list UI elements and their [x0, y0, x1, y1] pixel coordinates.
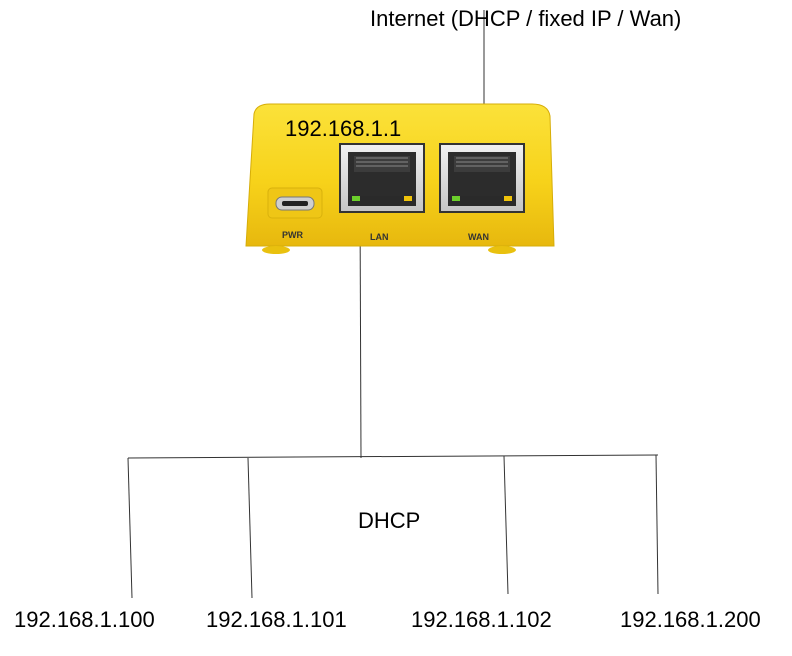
- wan-port: [439, 143, 525, 213]
- distribution-bus-line: [127, 454, 659, 459]
- router-image: PWR LAN WAN: [245, 103, 555, 254]
- pwr-label: PWR: [282, 230, 303, 240]
- lan-port: [339, 143, 425, 213]
- power-port: [267, 187, 323, 219]
- client-drop-line-1: [127, 457, 133, 599]
- gateway-ip-label: 192.168.1.1: [285, 116, 402, 141]
- client-ip-label: 192.168.1.102: [411, 607, 552, 632]
- client-ip-label: 192.168.1.101: [206, 607, 347, 632]
- client-drop-line-3: [503, 455, 509, 595]
- wan-label: WAN: [468, 232, 489, 242]
- client-drop-line-4: [655, 454, 659, 595]
- internet-label: Internet (DHCP / fixed IP / Wan): [370, 6, 682, 31]
- dhcp-label: DHCP: [358, 508, 421, 533]
- client-drop-line-2: [247, 457, 253, 599]
- client-ip-label: 192.168.1.100: [14, 607, 155, 632]
- lan-label: LAN: [370, 232, 389, 242]
- client-ip-label: 192.168.1.200: [620, 607, 761, 632]
